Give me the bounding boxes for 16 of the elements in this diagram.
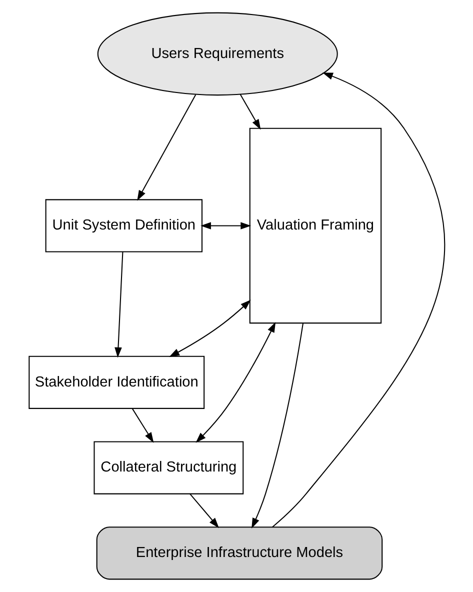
node-box: Stakeholder Identification <box>28 356 204 409</box>
arrow <box>195 322 276 443</box>
node-box: Unit System Definition <box>44 199 202 252</box>
node-box: Collateral Structuring <box>93 441 244 494</box>
arrow <box>131 408 154 443</box>
arrow <box>136 94 196 201</box>
arrow <box>114 252 123 358</box>
arrow <box>272 72 444 528</box>
node-box: Enterprise Infrastructure Models <box>96 526 382 580</box>
arrow <box>200 222 251 230</box>
arrow <box>251 323 304 529</box>
arrow <box>239 94 260 130</box>
node-ellipse: Users Requirements <box>96 12 338 96</box>
node-box: Valuation Framing <box>248 128 382 324</box>
arrow <box>189 493 219 528</box>
arrow <box>168 300 250 358</box>
